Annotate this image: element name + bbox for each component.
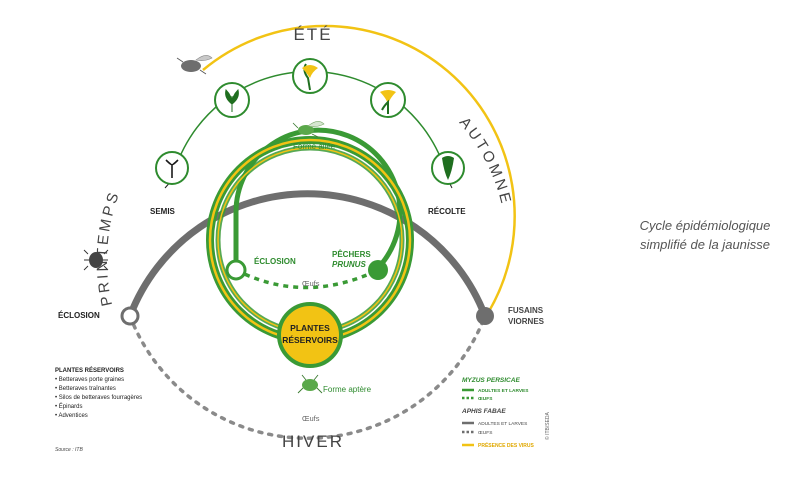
label-plantes: PLANTES (290, 323, 330, 333)
legend-myzus-eggs: ŒUFS (478, 396, 493, 402)
legend-reservoir-plants: PLANTES RÉSERVOIRS Betteraves porte grai… (55, 368, 142, 421)
label-reservoirs: RÉSERVOIRS (282, 335, 338, 345)
label-oeufs-inner: Œufs (302, 279, 320, 288)
aphis-eggs-arc (128, 314, 487, 440)
label-forme-ailee: Forme ailée (293, 142, 336, 151)
label-forme-aptere: Forme aptère (323, 385, 372, 394)
legend-reservoir-item: Épinards (55, 403, 142, 412)
aphis-adults-arc (126, 190, 489, 320)
virus-presence-arc (202, 24, 516, 314)
label-viornes: VIORNES (508, 317, 545, 326)
label-eclosion-inner: ÉCLOSION (254, 257, 296, 266)
pechers-node (368, 260, 388, 280)
legend-aphis-adults: ADULTES ET LARVES (478, 421, 527, 427)
season-winter: HIVER (282, 432, 344, 451)
legend-reservoir-item: Silos de betteraves fourragères (55, 394, 142, 403)
legend-reservoir-item: Adventices (55, 412, 142, 421)
season-summer: ÉTÉ (293, 25, 332, 44)
myzus-eggs-arc (235, 268, 379, 290)
label-prunus: PRUNUS (332, 260, 366, 269)
legend-myzus-title: MYZUS PERSICAE (462, 377, 520, 384)
fusains-node (476, 307, 494, 325)
eclosion-node-inner (225, 259, 247, 281)
winged-aphid-top-icon (176, 55, 213, 75)
stage-icon-seedling (155, 151, 189, 185)
caption-line-2: simplifié de la jaunisse (639, 237, 771, 252)
label-semis: SEMIS (150, 207, 176, 216)
eclosion-node-outer (120, 306, 140, 326)
label-recolte: RÉCOLTE (428, 207, 466, 216)
black-aphid-icon (83, 249, 109, 271)
stage-icon-flowering-plant (292, 58, 328, 94)
legend-myzus-adults: ADULTES ET LARVES (478, 388, 529, 394)
legend-virus: PRÉSENCE DES VIRUS (478, 441, 535, 449)
legend-aphis-eggs: ŒUFS (478, 430, 492, 436)
stage-icon-root (431, 151, 465, 185)
legend-reservoir-title: PLANTES RÉSERVOIRS (55, 368, 124, 374)
image-credit: © ITB/SEDA (545, 412, 551, 440)
reservoir-node (277, 302, 343, 368)
stage-icon-yellowing-plant (370, 82, 406, 118)
label-oeufs-outer: Œufs (302, 414, 320, 423)
legend-reservoir-list: Betteraves porte graines Betteraves traî… (55, 376, 142, 421)
legend-aphis-title: APHIS FABAE (461, 408, 506, 415)
caption-line-1: Cycle épidémiologique (639, 218, 771, 233)
figure-caption: Cycle épidémiologique simplifié de la ja… (610, 216, 800, 254)
label-pechers: PÊCHERS (332, 250, 371, 259)
winged-aphid-green-icon (292, 121, 325, 138)
myzus-cycle (206, 127, 414, 368)
legend-right: MYZUS PERSICAE ADULTES ET LARVES ŒUFS AP… (461, 377, 535, 449)
stage-icon-young-plant (214, 82, 250, 118)
label-fusains: FUSAINS (508, 306, 544, 315)
wingless-aphid-icon (297, 374, 323, 394)
aphis-cycle (120, 24, 516, 440)
crop-cycle (155, 58, 465, 189)
source-note: Source : ITB (55, 447, 83, 453)
season-spring: PRINTEMPS (94, 188, 124, 308)
legend-reservoir-item: Betteraves porte graines (55, 376, 142, 385)
legend-reservoir-item: Betteraves traînantes (55, 385, 142, 394)
label-eclosion-outer: ÉCLOSION (58, 311, 100, 320)
season-spring-label: PRINTEMPS (94, 188, 121, 308)
